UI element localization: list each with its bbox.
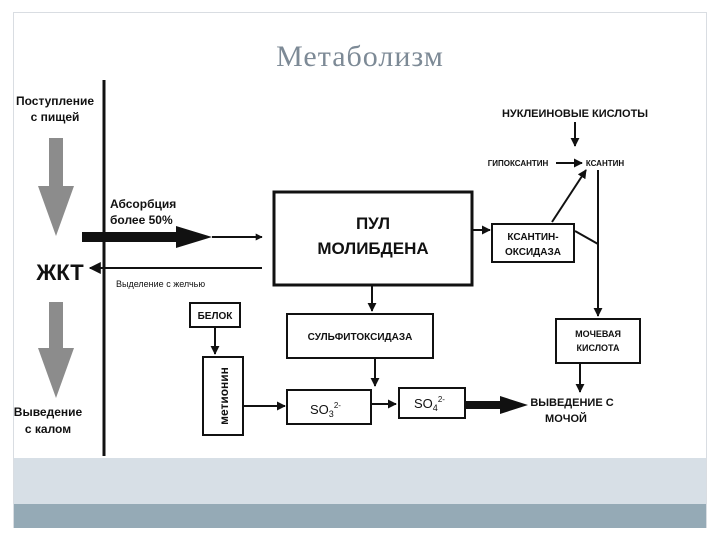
- xanthine-oxidase-box: [491, 223, 575, 263]
- sulfite-subscript: 3: [329, 409, 334, 419]
- uric-acid-box: [555, 318, 641, 364]
- nucleic-acids-label: НУКЛЕИНОВЫЕ КИСЛОТЫ: [502, 108, 648, 120]
- xanthine-oxidase-connector: [574, 230, 599, 245]
- xanthine-oxidase-to-xanthine-arrow: [551, 169, 587, 223]
- intake-down-arrow: [38, 138, 74, 236]
- absorption-label-2: более 50%: [110, 213, 173, 227]
- methionine-box: [202, 356, 244, 436]
- footer-bar: [14, 504, 706, 528]
- uric-acid-label-1: МОЧЕВАЯ: [575, 329, 621, 339]
- hypoxanthine-label: ГИПОКСАНТИН: [488, 159, 549, 168]
- xanthine-label: КСАНТИН: [586, 159, 625, 168]
- sulfite-box: [286, 389, 372, 425]
- footer-band: [14, 458, 706, 504]
- protein-label: БЕЛОК: [198, 311, 234, 322]
- sulfate-base: SO: [414, 396, 433, 411]
- uric-acid-label-2: КИСЛОТА: [577, 343, 620, 353]
- sulfite-oxidase-box: [286, 313, 434, 359]
- sulfite-superscript: 2-: [334, 401, 341, 410]
- molybdenum-pool-box: [272, 190, 474, 287]
- sulfate-to-urine-arrow: [465, 396, 528, 414]
- methionine-label: метионин: [217, 367, 231, 425]
- feces-excretion-label-2: с калом: [25, 422, 71, 436]
- intake-label-1: Поступление: [16, 94, 94, 108]
- gut-label: ЖКТ: [35, 260, 84, 285]
- xanthine-oxidase-label-1: КСАНТИН-: [507, 232, 558, 243]
- pool-label-1: ПУЛ: [356, 214, 390, 233]
- absorption-label-1: Абсорбция: [110, 197, 176, 211]
- slide-title: Метаболизм: [276, 40, 444, 73]
- pool-label-2: МОЛИБДЕНА: [317, 239, 428, 258]
- absorption-arrow: [82, 226, 263, 248]
- sulfite-base: SO: [310, 402, 329, 417]
- sulfate-formula: SO42-: [414, 395, 445, 413]
- protein-box: [189, 302, 241, 328]
- bile-excretion-label: Выделение с желчью: [116, 279, 205, 289]
- sulfate-subscript: 4: [433, 403, 438, 413]
- urine-excretion-label-2: МОЧОЙ: [545, 412, 587, 425]
- xanthine-oxidase-label-2: ОКСИДАЗА: [505, 247, 561, 258]
- sulfite-oxidase-label: СУЛЬФИТОКСИДАЗА: [308, 332, 413, 343]
- urine-excretion-label-1: ВЫВЕДЕНИЕ С: [530, 397, 613, 409]
- sulfate-superscript: 2-: [438, 395, 445, 404]
- excretion-down-arrow: [38, 302, 74, 398]
- intake-label-2: с пищей: [31, 110, 80, 124]
- feces-excretion-label-1: Выведение: [14, 405, 83, 419]
- sulfite-formula: SO32-: [310, 401, 341, 419]
